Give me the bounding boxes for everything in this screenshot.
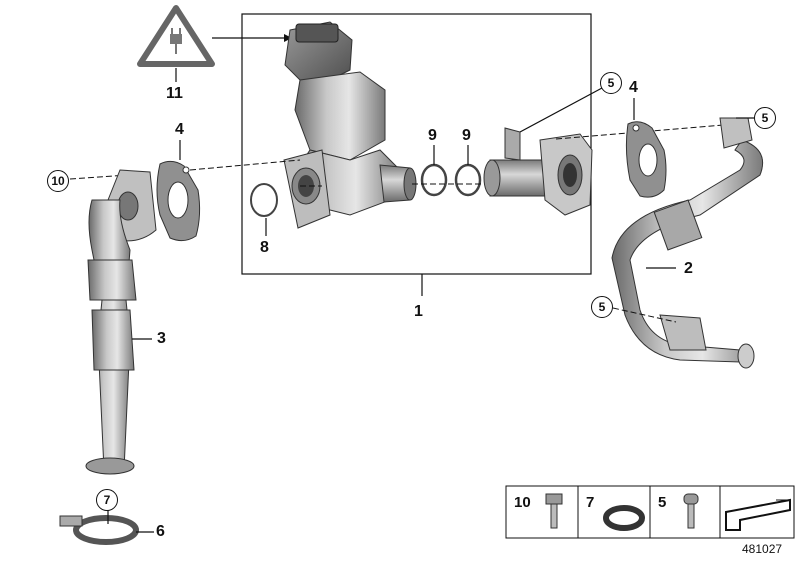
o-ring-9b	[454, 163, 482, 197]
callout-5-top: 5	[600, 72, 622, 94]
callout-10: 10	[47, 170, 69, 192]
o-ring-9a	[420, 163, 448, 197]
seal-ring-icon	[603, 505, 645, 531]
callout-5-lower: 5	[591, 296, 613, 318]
assembly-frame	[241, 13, 592, 275]
callout-9-right: 9	[462, 127, 471, 144]
diagram-id: 481027	[742, 542, 783, 556]
callout-6: 6	[156, 523, 165, 540]
exhaust-pipe-3	[85, 169, 157, 475]
callout-1: 1	[414, 303, 423, 320]
torx-bolt-icon	[683, 493, 699, 529]
callout-4-right: 4	[629, 79, 638, 96]
legend-box	[505, 485, 795, 539]
connector-pipe	[483, 127, 593, 216]
egr-pipe-2	[611, 117, 764, 369]
callout-9-left: 9	[428, 127, 437, 144]
legend-num-7: 7	[586, 494, 595, 511]
callout-8: 8	[260, 239, 269, 256]
callout-4-left: 4	[175, 121, 184, 138]
callout-7: 7	[96, 489, 118, 511]
legend-num-5: 5	[658, 494, 667, 511]
clamp-6	[59, 515, 139, 545]
callout-11: 11	[166, 85, 183, 102]
callout-5-right: 5	[754, 107, 776, 129]
legend-num-10: 10	[514, 494, 531, 511]
o-ring-8	[250, 183, 278, 217]
callout-2: 2	[684, 260, 693, 277]
flange-shape-icon	[725, 498, 791, 531]
callout-3: 3	[157, 330, 166, 347]
hex-bolt-icon	[545, 493, 563, 529]
egr-valve	[283, 21, 417, 229]
electrical-warning-icon	[137, 5, 215, 67]
